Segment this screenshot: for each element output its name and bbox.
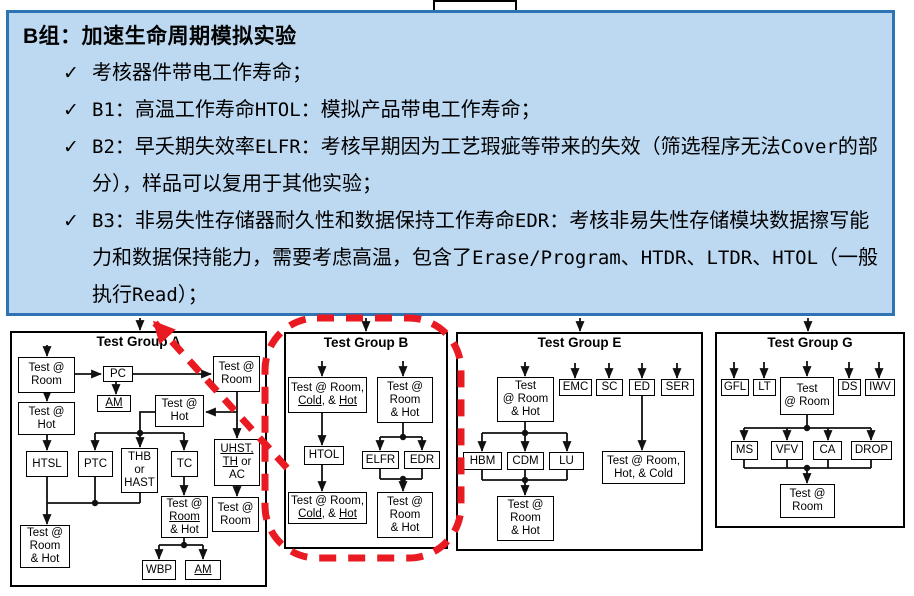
node-g-drop: DROP — [851, 441, 892, 460]
bullet-item-1: ✓ 考核器件带电工作寿命； — [23, 55, 878, 92]
check-icon: ✓ — [63, 211, 79, 232]
node-e-lu: LU — [549, 452, 584, 470]
node-g-lt: LT — [753, 379, 776, 396]
node-a-ptc: PTC — [78, 451, 113, 477]
bullet-text: 考核器件带电工作寿命； — [92, 62, 312, 84]
node-a-am-1: AM — [97, 395, 131, 412]
node-e-ed: ED — [629, 379, 655, 396]
group-b-title: Test Group B — [323, 335, 409, 350]
node-b-htol: HTOL — [304, 446, 344, 465]
group-e-title: Test Group E — [537, 335, 622, 350]
check-icon: ✓ — [63, 100, 79, 121]
node-a-tc: TC — [171, 451, 198, 477]
node-a-test-room-1: Test @Room — [18, 357, 75, 393]
callout-content: B组：加速生命周期模拟实验 ✓ 考核器件带电工作寿命； ✓ B1：高温工作寿命HTOL… — [9, 13, 892, 314]
bullet-item-2: ✓ B1：高温工作寿命HTOL：模拟产品带电工作寿命； — [23, 92, 878, 129]
bullet-text: B2：早夭期失效率ELFR：考核早期因为工艺瑕疵等带来的失效（筛选程序无法Cov… — [92, 136, 878, 195]
node-g-ms: MS — [731, 441, 758, 460]
node-b-test-rch-bottom: Test @ Room,Cold, & Hot — [288, 492, 367, 524]
bullet-item-3: ✓ B2：早夭期失效率ELFR：考核早期因为工艺瑕疵等带来的失效（筛选程序无法Co… — [23, 129, 878, 203]
node-e-ser: SER — [661, 379, 694, 396]
node-b-elfr: ELFR — [362, 451, 399, 469]
node-a-pc: PC — [103, 366, 133, 382]
group-g-title: Test Group G — [767, 335, 853, 350]
node-e-sc: SC — [596, 379, 623, 396]
group-a-title: Test Group A — [96, 334, 181, 349]
node-a-test-room-2: Test @Room — [213, 356, 260, 392]
node-b-test-rch-top: Test @ Room,Cold, & Hot — [288, 377, 367, 413]
bullet-text: B3：非易失性存储器耐久性和数据保持工作寿命EDR：考核非易失性存储模块数据擦写… — [92, 210, 879, 306]
node-g-gfl: GFL — [721, 379, 749, 396]
node-a-test-hot-2: Test @Hot — [155, 395, 204, 427]
node-e-test-rh-top: Test@ Room& Hot — [497, 377, 554, 422]
node-e-test-rh-bottom: Test @Room& Hot — [497, 496, 554, 541]
callout-bullets: ✓ 考核器件带电工作寿命； ✓ B1：高温工作寿命HTOL：模拟产品带电工作寿命； ✓ B… — [23, 55, 878, 314]
node-a-htsl: HTSL — [26, 451, 68, 477]
check-icon: ✓ — [63, 63, 79, 84]
node-e-cdm: CDM — [507, 452, 544, 470]
node-a-test-room-3: Test @Room — [212, 497, 259, 532]
node-a-test-room-hot-bl: Test @Room& Hot — [20, 525, 70, 568]
node-g-ca: CA — [813, 441, 842, 460]
bullet-text: B1：高温工作寿命HTOL：模拟产品带电工作寿命； — [92, 99, 541, 121]
node-e-emc: EMC — [559, 379, 592, 396]
node-g-test-room-top: Test@ Room — [780, 377, 834, 415]
node-g-ds: DS — [838, 379, 861, 396]
node-a-test-room-hot-mid: Test @Room& Hot — [161, 496, 208, 538]
node-g-iwv: IWV — [865, 379, 895, 396]
callout-box: B组：加速生命周期模拟实验 ✓ 考核器件带电工作寿命； ✓ B1：高温工作寿命HTOL… — [6, 10, 895, 316]
node-b-edr: EDR — [404, 451, 440, 469]
node-b-test-rh-bottom: Test @Room& Hot — [377, 492, 433, 538]
check-icon: ✓ — [63, 137, 79, 158]
node-e-test-rhc: Test @ Room,Hot, & Cold — [602, 451, 685, 484]
node-a-test-hot-1: Test @Hot — [18, 402, 75, 435]
node-g-vfv: VFV — [771, 441, 803, 460]
node-a-am-2: AM — [185, 560, 221, 580]
node-b-test-rh-top: Test @Room& Hot — [377, 377, 433, 423]
node-a-wbp: WBP — [142, 560, 176, 580]
node-e-hbm: HBM — [463, 452, 502, 470]
callout-title: B组：加速生命周期模拟实验 — [23, 25, 297, 48]
bullet-item-4: ✓ B3：非易失性存储器耐久性和数据保持工作寿命EDR：考核非易失性存储模块数据擦… — [23, 203, 878, 314]
node-g-test-room-bottom: Test @Room — [780, 484, 835, 518]
group-g-frame: Test Group G — [715, 332, 905, 528]
group-e-frame: Test Group E — [456, 332, 703, 551]
